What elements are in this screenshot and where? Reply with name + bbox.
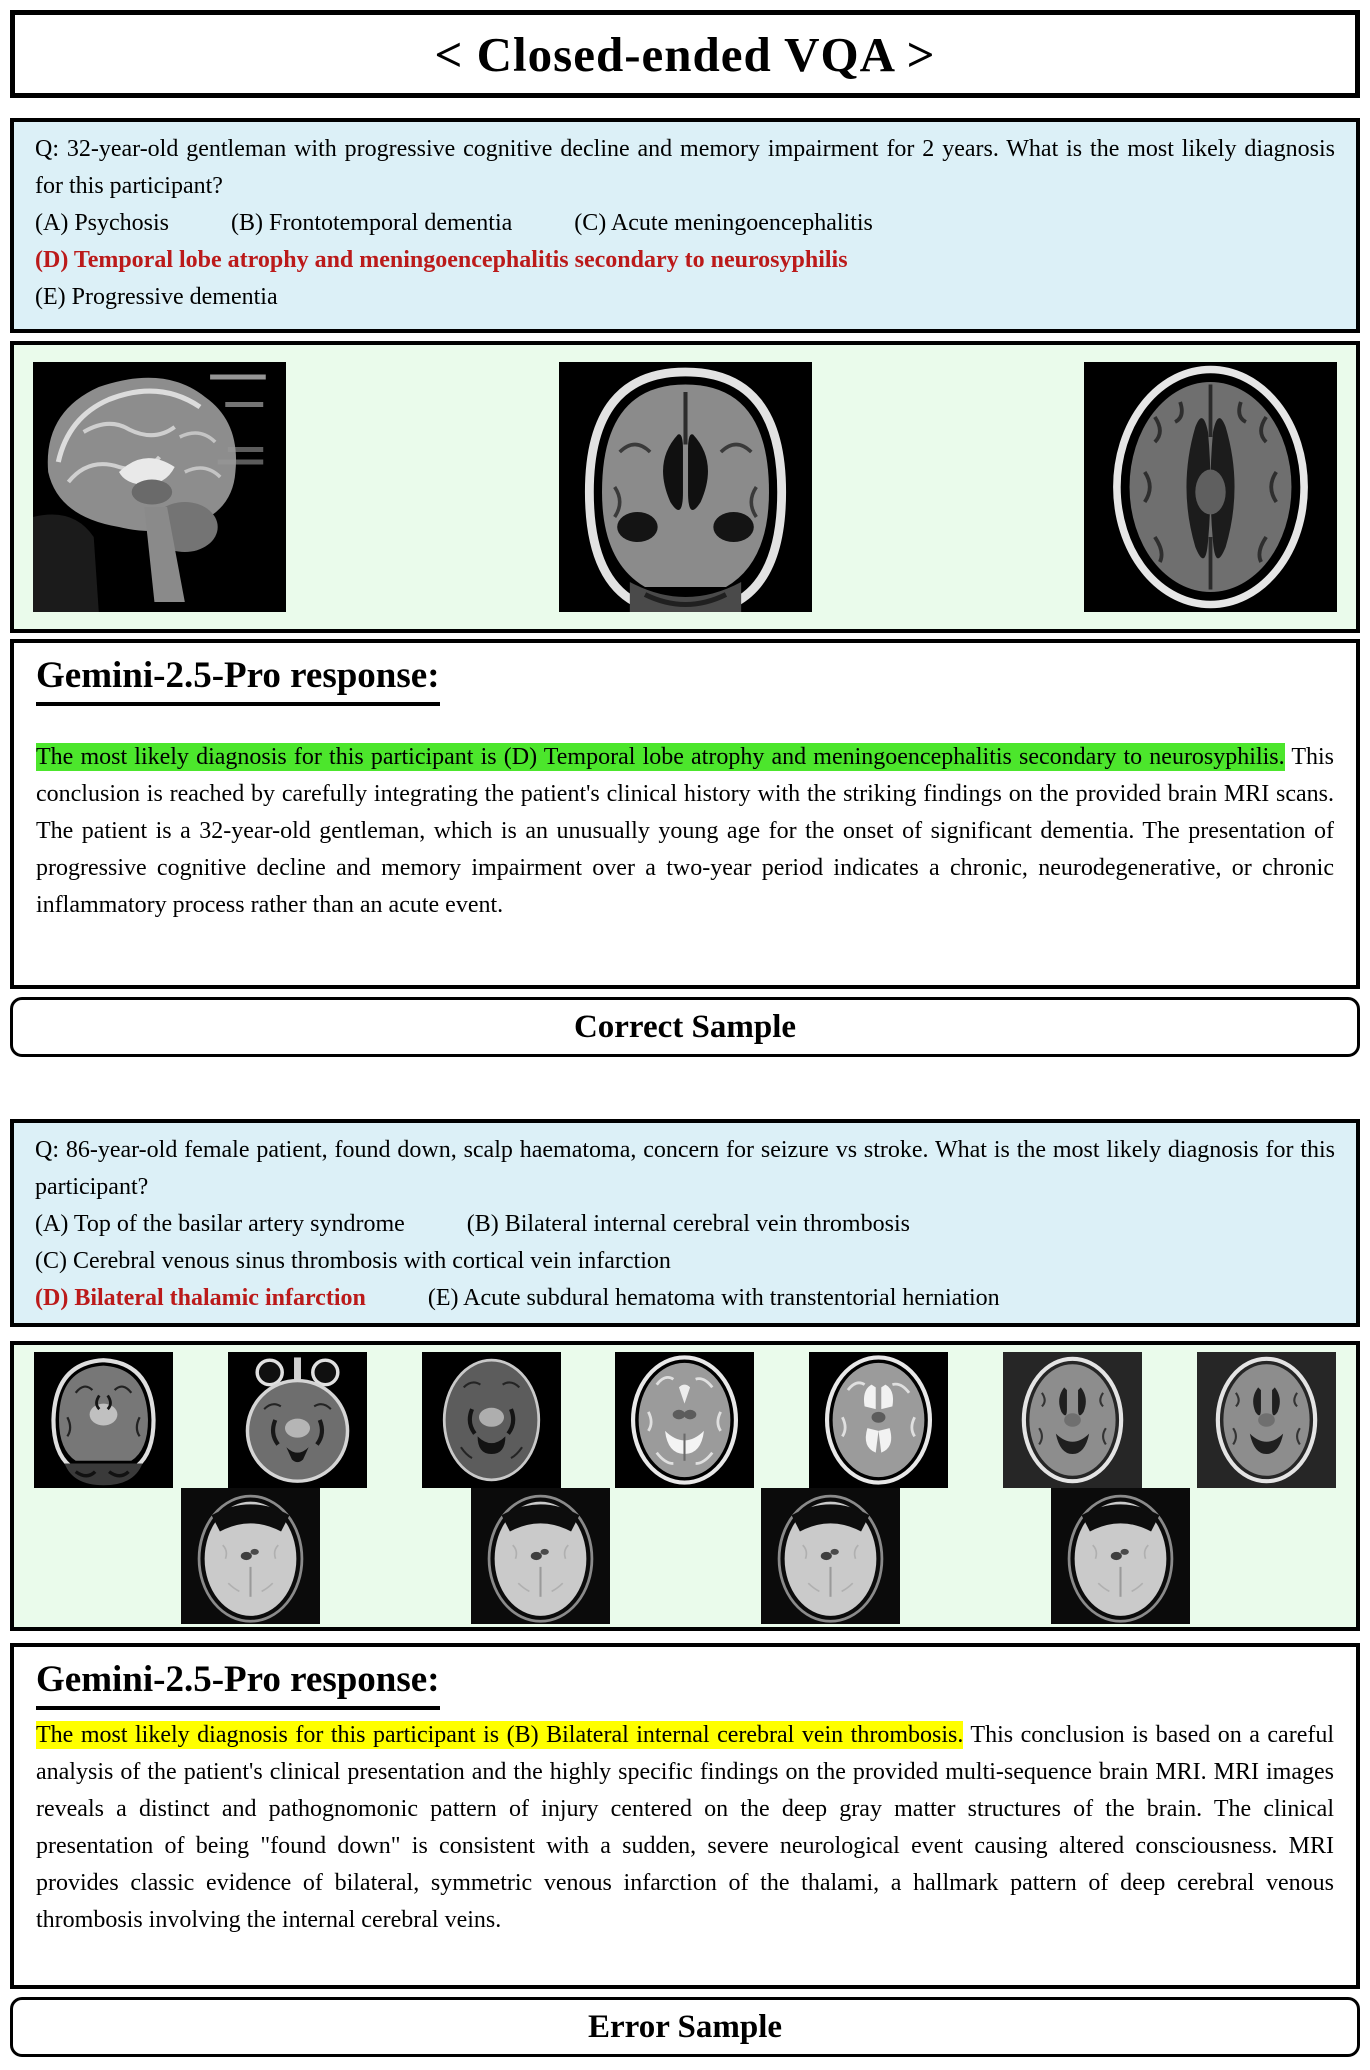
- option: (E) Acute subdural hematoma with transte…: [427, 1285, 1000, 1311]
- mri-image-coronal_flair2: [34, 1352, 173, 1488]
- response-heading-1: Gemini-2.5-Pro response:: [36, 653, 440, 706]
- response-box-2: Gemini-2.5-Pro response: The most likely…: [10, 1643, 1360, 1989]
- sample-label-box-2: Error Sample: [10, 1997, 1360, 2057]
- mri-image-dwi: [760, 1488, 900, 1624]
- sample-label-1: Correct Sample: [573, 1008, 797, 1045]
- figure-title: < Closed-ended VQA >: [434, 26, 936, 82]
- mri-row-1: [34, 1352, 1336, 1488]
- mri-image-dwi: [180, 1488, 320, 1624]
- option-line: (A) Top of the basilar artery syndrome (B…: [35, 1206, 1335, 1243]
- mri-image-dwi: [470, 1488, 610, 1624]
- mri-image-axial_t1_vent: [1196, 1352, 1336, 1488]
- response-text-1: The most likely diagnosis for this parti…: [36, 739, 1334, 924]
- question-options-1: (A) Psychosis (B) Frontotemporal dementia…: [35, 205, 1335, 316]
- option: (A) Top of the basilar artery syndrome: [35, 1211, 405, 1237]
- option: (B) Bilateral internal cerebral vein thr…: [466, 1211, 910, 1237]
- response-box-1: Gemini-2.5-Pro response: The most likely…: [10, 639, 1360, 989]
- question-text-2: Q: 86-year-old female patient, found dow…: [35, 1137, 1335, 1200]
- response-text-2: The most likely diagnosis for this parti…: [36, 1717, 1334, 1939]
- mri-panel-1: [10, 341, 1360, 633]
- figure-title-box: < Closed-ended VQA >: [10, 10, 1360, 98]
- option: (E) Progressive dementia: [35, 284, 278, 310]
- mri-image-axial_flair_orbits: [227, 1352, 367, 1488]
- question-text-1: Q: 32-year-old gentleman with progressiv…: [35, 136, 1335, 199]
- mri-image-sagittal_t2: [33, 362, 286, 612]
- question-options-2: (A) Top of the basilar artery syndrome (B…: [35, 1206, 1335, 1317]
- response-highlight-2: The most likely diagnosis for this parti…: [36, 1721, 964, 1749]
- mri-image-axial_t1_vent: [1003, 1352, 1143, 1488]
- question-box-2: Q: 86-year-old female patient, found dow…: [10, 1119, 1360, 1327]
- option-line: (E) Progressive dementia: [35, 279, 1335, 316]
- option-line: (D) Bilateral thalamic infarction (E) Acu…: [35, 1280, 1335, 1317]
- option-line: (C) Cerebral venous sinus thrombosis wit…: [35, 1243, 1335, 1280]
- option-line: (A) Psychosis (B) Frontotemporal dementia…: [35, 205, 1335, 242]
- mri-image-axial_t2a: [615, 1352, 755, 1488]
- mri-row-2: [34, 1488, 1336, 1624]
- option-line: (D) Temporal lobe atrophy and meningoenc…: [35, 242, 1335, 279]
- mri-image-coronal_t2_vent: [558, 362, 812, 612]
- answer-option: (D) Bilateral thalamic infarction: [35, 1285, 366, 1311]
- mri-image-dwi: [1050, 1488, 1190, 1624]
- answer-option: (D) Temporal lobe atrophy and meningoenc…: [35, 247, 848, 273]
- option: (B) Frontotemporal dementia: [231, 210, 513, 236]
- sample-label-box-1: Correct Sample: [10, 997, 1360, 1057]
- response-highlight-1: The most likely diagnosis for this parti…: [36, 743, 1285, 771]
- mri-image-axial_t1_atrophy: [1084, 362, 1337, 612]
- response-heading-2: Gemini-2.5-Pro response:: [36, 1657, 440, 1710]
- response-rest-1: This conclusion is reached by carefully …: [36, 744, 1335, 918]
- mri-panel-2: [10, 1341, 1360, 1631]
- sample-label-2: Error Sample: [587, 2008, 783, 2045]
- option: (C) Acute meningoencephalitis: [574, 210, 873, 236]
- option: (A) Psychosis: [35, 210, 170, 236]
- question-box-1: Q: 32-year-old gentleman with progressiv…: [10, 118, 1360, 333]
- mri-image-axial_t2b: [809, 1352, 949, 1488]
- mri-image-axial_flair: [421, 1352, 561, 1488]
- option: (C) Cerebral venous sinus thrombosis wit…: [35, 1248, 671, 1274]
- response-rest-2: This conclusion is based on a careful an…: [36, 1722, 1334, 1933]
